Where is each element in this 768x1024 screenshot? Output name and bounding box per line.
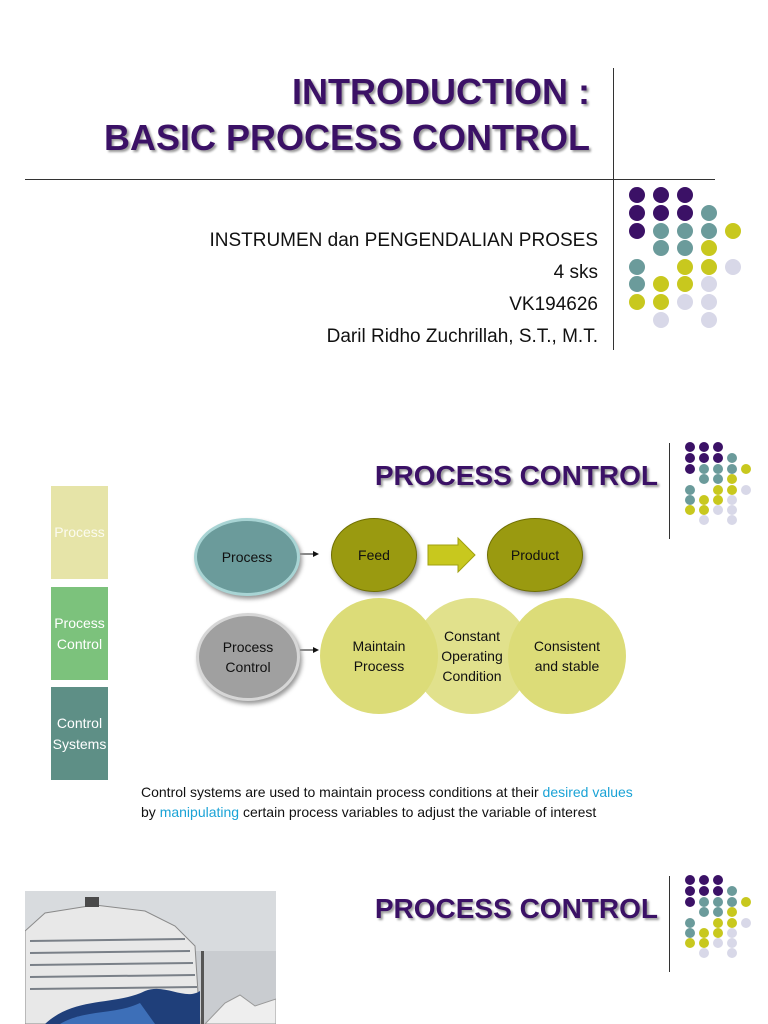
caption: Control systems are used to maintain pro… <box>141 782 633 822</box>
decorative-dots-2 <box>685 442 751 525</box>
divider-vertical-3 <box>669 876 670 972</box>
node-constant-operating-condition: Constant Operating Condition <box>413 598 531 714</box>
lecturer-name: Daril Ridho Zuchrillah, S.T., M.T. <box>326 326 598 347</box>
node-process-control: Process Control <box>196 613 300 701</box>
node-maintain-process: Maintain Process <box>320 598 438 714</box>
caption-highlight-manipulating: manipulating <box>159 804 240 820</box>
course-credits: 4 sks <box>553 262 598 283</box>
decorative-dots <box>629 187 741 328</box>
course-name: INSTRUMEN dan PENGENDALIAN PROSES <box>209 230 598 251</box>
divider-vertical-2 <box>669 443 670 539</box>
caption-text-1: Control systems are used to maintain pro… <box>141 784 543 800</box>
node-product: Product <box>487 518 583 592</box>
side-box-process-control: Process Control <box>51 587 108 680</box>
slide-title-line-1: INTRODUCTION : <box>292 71 590 112</box>
course-code: VK194626 <box>509 294 598 315</box>
decorative-dots-3 <box>685 875 751 958</box>
side-box-process: Process <box>51 486 108 579</box>
caption-text-3: certain process variables to adjust the … <box>239 804 597 820</box>
process-control-title-2: PROCESS CONTROL <box>374 893 658 924</box>
slide-title-line-2: BASIC PROCESS CONTROL <box>103 117 590 158</box>
divider-vertical <box>613 68 614 350</box>
caption-highlight-desired-values: desired values <box>542 784 633 800</box>
cruise-ship-photo <box>25 891 276 1024</box>
process-control-title: PROCESS CONTROL <box>374 460 658 491</box>
caption-text-2: by <box>141 804 160 820</box>
node-process: Process <box>194 518 300 596</box>
node-feed: Feed <box>331 518 417 592</box>
divider-horizontal <box>25 179 715 180</box>
side-box-control-systems: Control Systems <box>51 687 108 780</box>
